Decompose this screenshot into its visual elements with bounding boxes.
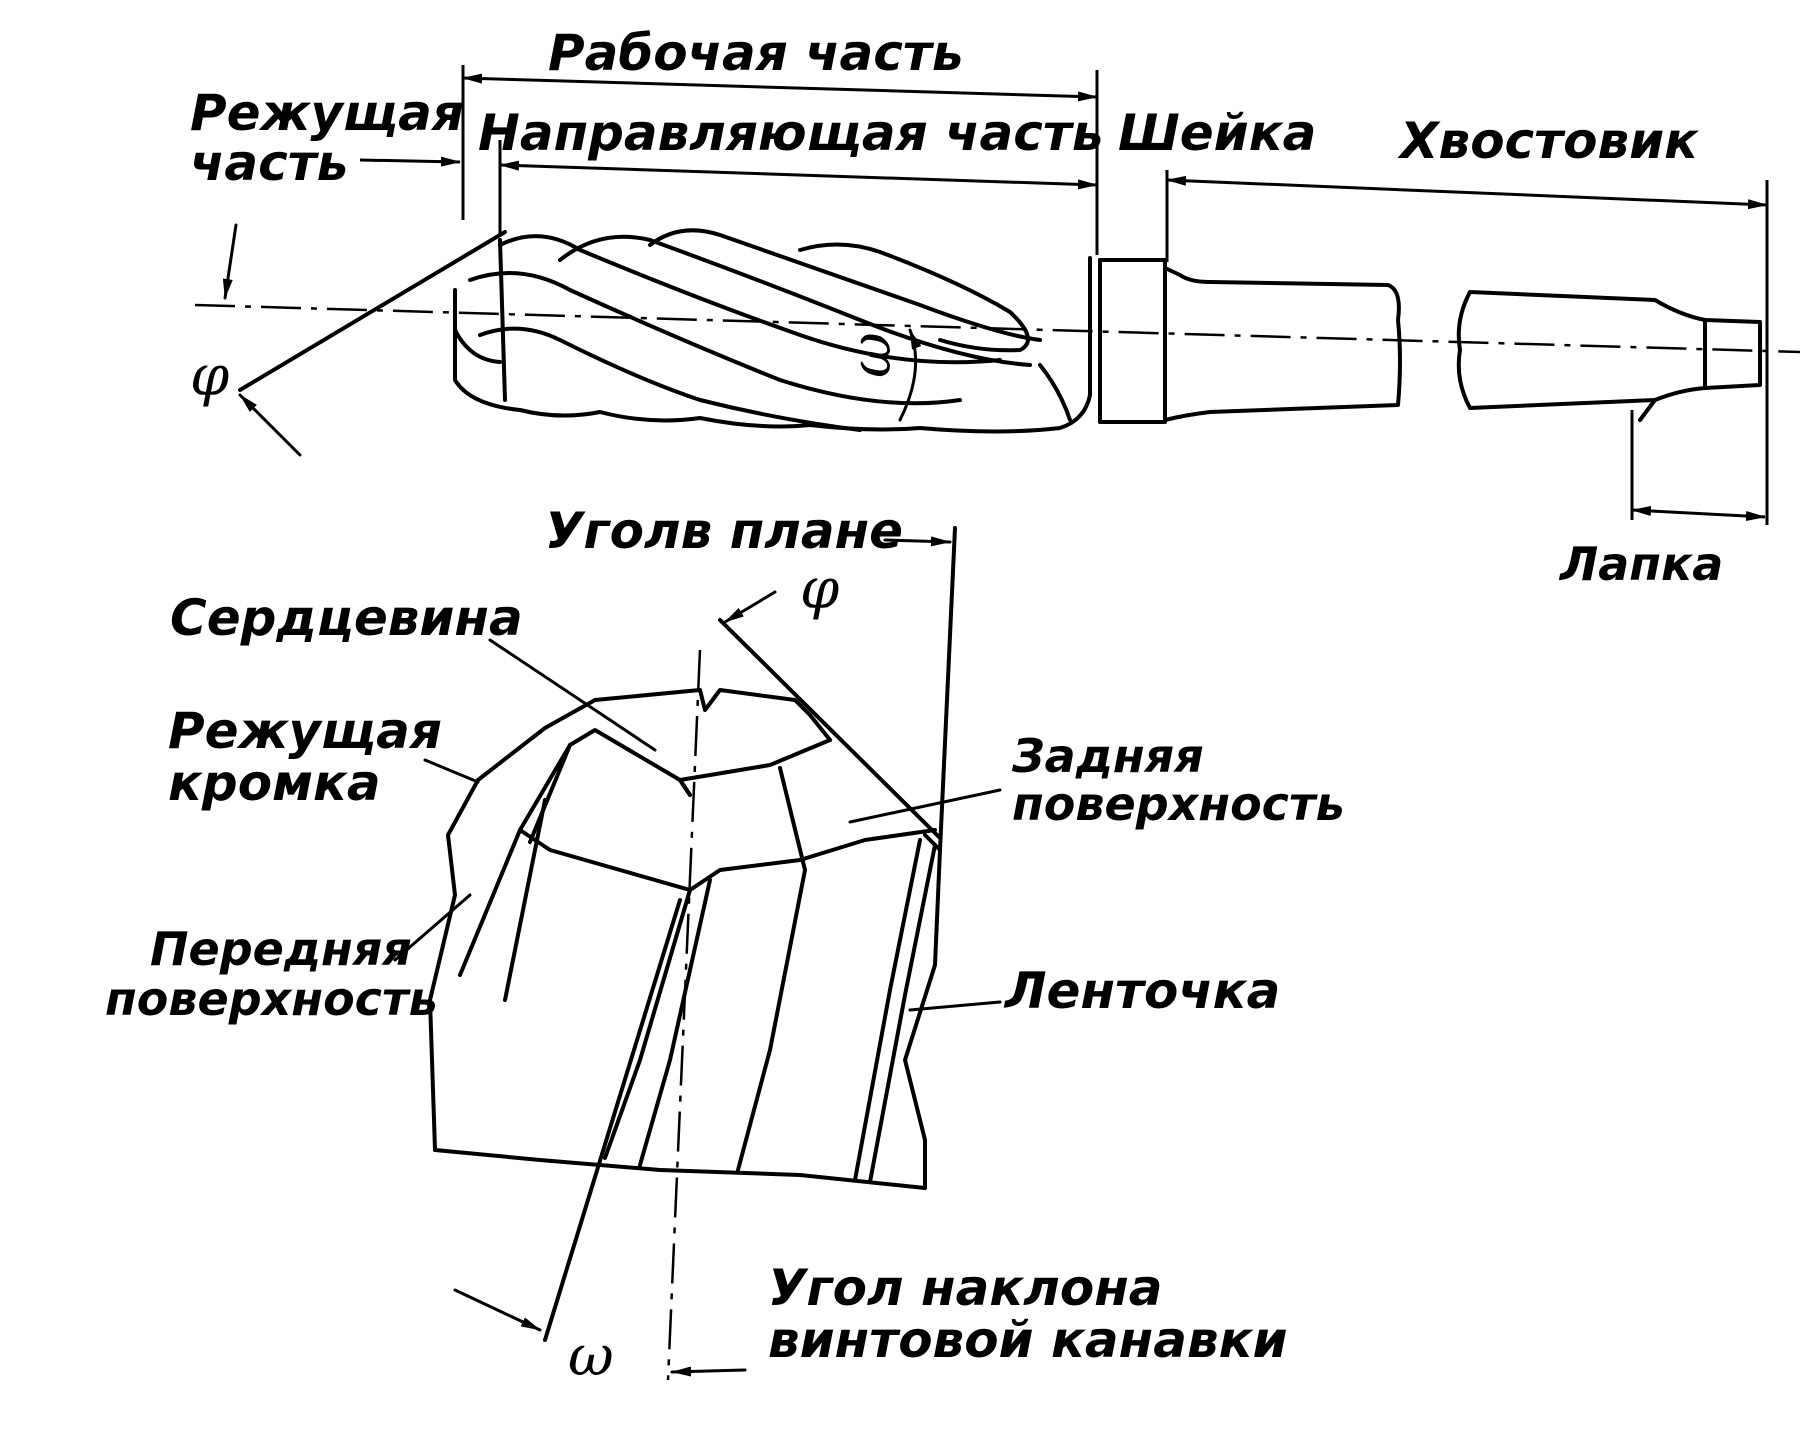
leader-land xyxy=(908,1000,1002,1012)
chisel-edge xyxy=(678,738,832,782)
drill-point-edge xyxy=(498,238,507,402)
working-part-label: Рабочая часть xyxy=(548,24,964,82)
tang-step xyxy=(1638,398,1657,422)
shank-label: Хвостовик xyxy=(1397,112,1699,170)
flute-edge xyxy=(503,798,547,1002)
plan-angle-line xyxy=(718,618,942,840)
phi-arrow-line xyxy=(238,393,302,457)
helix-line xyxy=(543,898,682,1342)
drill-axis xyxy=(194,303,1801,354)
flank-line xyxy=(778,766,807,872)
land-label: Ленточка xyxy=(1003,962,1280,1020)
flute xyxy=(648,228,1042,342)
helix-label-line2: винтовой канавки xyxy=(768,1311,1288,1369)
omega-bottom-label: ω xyxy=(568,1324,614,1389)
point-top-edge xyxy=(543,688,832,742)
flank-label-line1: Задняя xyxy=(1011,729,1204,783)
point-angle-line xyxy=(238,230,507,392)
flute xyxy=(498,234,1002,365)
point-axis xyxy=(666,649,702,1381)
neck-label: Шейка xyxy=(1118,104,1316,162)
cutting-part-label-line1: Режущая xyxy=(190,84,464,142)
plan-angle-label: Уголв плане xyxy=(545,502,903,560)
leader-lines xyxy=(393,638,1002,1012)
point-body-outline xyxy=(428,726,942,1190)
plan-angle-reference xyxy=(938,526,957,852)
helix-angle-arrow xyxy=(670,1366,747,1377)
core-label: Сердцевина xyxy=(170,589,523,647)
leader-flank xyxy=(848,788,1002,824)
leader-rake xyxy=(393,893,472,962)
cutting-edge-label-line2: кромка xyxy=(168,754,381,812)
flute xyxy=(453,328,502,364)
flute-edge xyxy=(603,888,692,1160)
flute xyxy=(468,270,962,406)
flute-edge xyxy=(638,878,712,1167)
omega-top-label: ω xyxy=(839,332,904,378)
guiding-part-label: Направляющая часть xyxy=(478,104,1103,162)
shank-break xyxy=(1456,290,1762,410)
cutting-part-arrow xyxy=(359,156,461,167)
rake-label-line2: поверхность xyxy=(105,972,438,1026)
flute xyxy=(558,234,1032,367)
phi-top-label: φ xyxy=(190,344,229,409)
land-edge xyxy=(868,843,937,1184)
rake-label-line1: Передняя xyxy=(150,922,412,976)
flank-line xyxy=(678,778,692,797)
flute-edge xyxy=(458,828,522,977)
phi-bottom-label: φ xyxy=(800,557,839,622)
cutting-edge-label-line1: Режущая xyxy=(168,702,442,760)
land-edge xyxy=(853,838,922,1182)
working-part-dim xyxy=(462,73,1098,102)
omega-arrow xyxy=(453,1288,542,1332)
drill-side-view: ω φ xyxy=(190,223,1801,457)
dimension-lines-top xyxy=(359,65,1769,525)
flute xyxy=(1038,363,1072,422)
phi-tick xyxy=(222,223,238,300)
cutting-part-label-line2: часть xyxy=(190,134,348,192)
flute xyxy=(798,242,1030,353)
flute-edge xyxy=(736,868,807,1172)
chisel-edge xyxy=(568,728,692,797)
helix-label-line1: Угол наклона xyxy=(768,1259,1163,1317)
leader-core xyxy=(488,638,657,752)
leader-cutting-edge xyxy=(423,758,480,784)
flute xyxy=(478,326,862,432)
shank-dim xyxy=(1166,175,1768,210)
flank-label-line2: поверхность xyxy=(1012,777,1345,831)
tang-label: Лапка xyxy=(1558,537,1723,591)
guiding-part-dim xyxy=(499,160,1098,190)
working-part-outline xyxy=(453,256,1092,434)
shank-outline xyxy=(1163,266,1402,422)
neck-outline xyxy=(1098,258,1167,424)
plan-angle-arrow xyxy=(883,536,952,547)
drill-point-view xyxy=(428,526,957,1381)
phi-bottom-arrow xyxy=(723,590,777,624)
flank-line xyxy=(528,743,572,844)
tang-dim xyxy=(1631,506,1766,521)
helix-angle-arc xyxy=(898,328,922,422)
